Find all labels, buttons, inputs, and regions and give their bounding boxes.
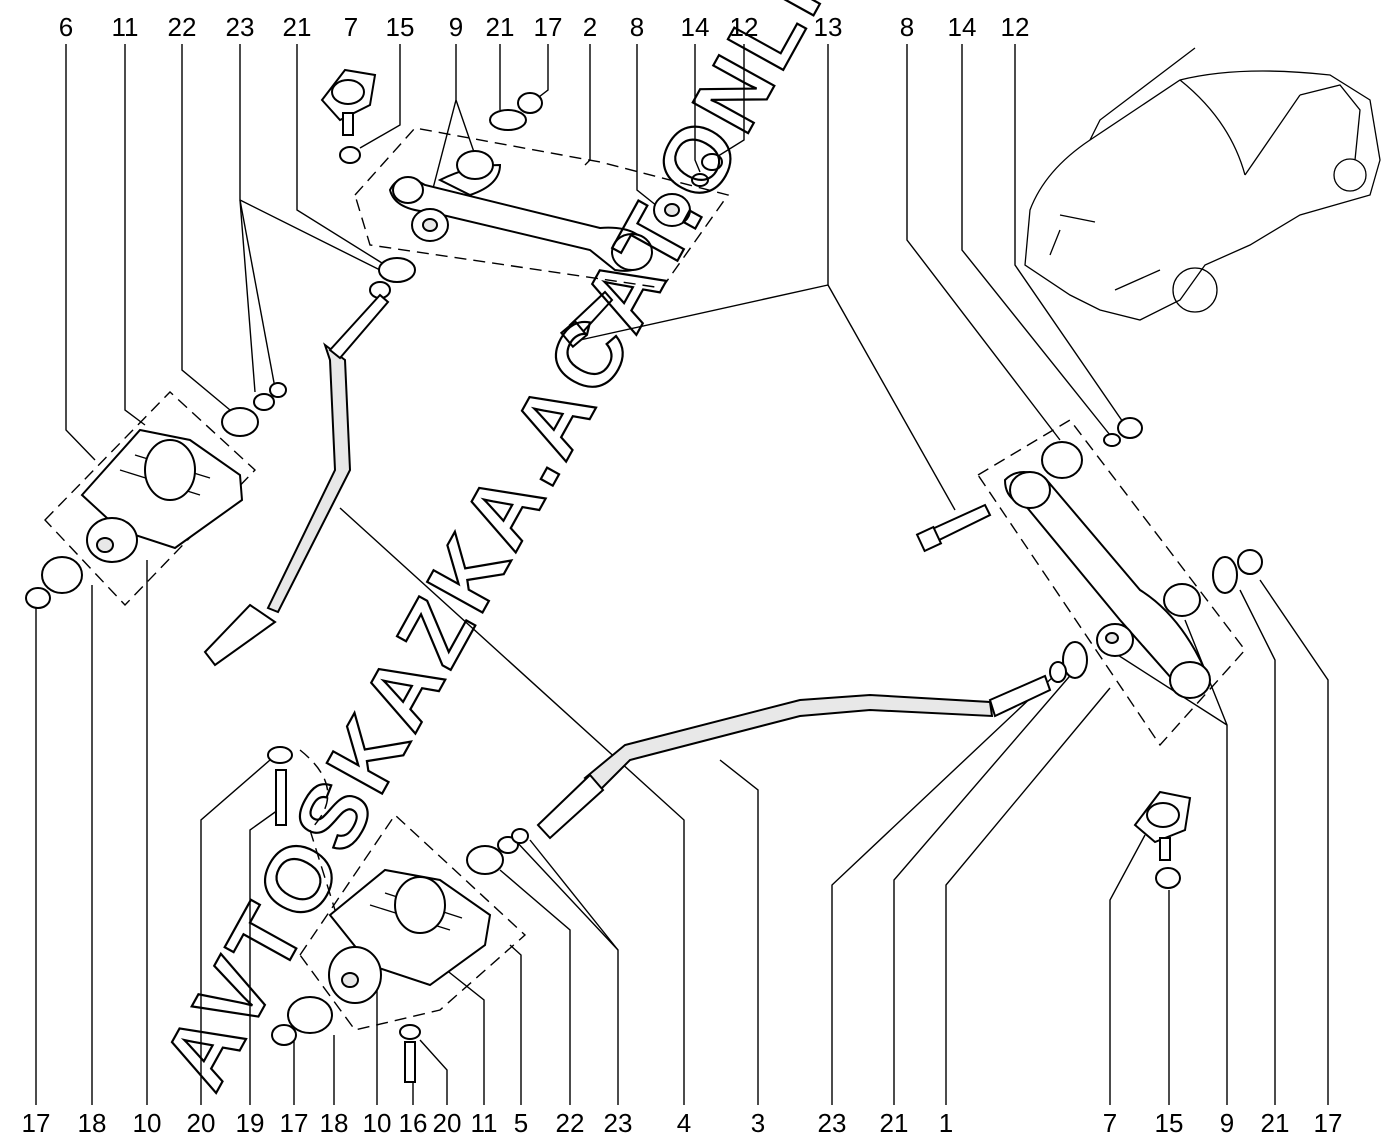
callout-top-1: 6 bbox=[59, 12, 73, 42]
callout-bottom-16: 3 bbox=[751, 1108, 765, 1138]
bolt-13-lower bbox=[915, 503, 992, 553]
vehicle-location-sketch bbox=[1024, 47, 1381, 321]
callout-top-13: 14 bbox=[681, 12, 710, 42]
callout-top-8: 9 bbox=[449, 12, 463, 42]
callout-bottom-3: 10 bbox=[133, 1108, 162, 1138]
callout-bottom-10: 20 bbox=[433, 1108, 462, 1138]
stabilizer-bar-main bbox=[536, 674, 1052, 840]
callout-top-4: 23 bbox=[226, 12, 255, 42]
callout-top-17: 14 bbox=[948, 12, 977, 42]
callout-bottom-22: 9 bbox=[1220, 1108, 1234, 1138]
callout-bottom-6: 17 bbox=[280, 1108, 309, 1138]
lower-arm-assembly-right bbox=[977, 417, 1263, 747]
callout-bottom-1: 17 bbox=[22, 1108, 51, 1138]
bolt-13-upper bbox=[559, 290, 614, 349]
top-label-row: 6 11 22 23 21 7 15 9 21 17 2 8 14 12 13 … bbox=[59, 12, 1030, 42]
callout-bottom-20: 7 bbox=[1103, 1108, 1117, 1138]
callout-bottom-11: 11 bbox=[471, 1108, 498, 1138]
callout-bottom-23: 21 bbox=[1261, 1108, 1290, 1138]
callout-top-10: 17 bbox=[534, 12, 563, 42]
leader-lines-top bbox=[65, 44, 1126, 511]
callout-bottom-18: 21 bbox=[880, 1108, 909, 1138]
callout-bottom-24: 17 bbox=[1314, 1108, 1343, 1138]
leader-lines-bottom bbox=[35, 507, 1329, 1105]
callout-bottom-13: 22 bbox=[556, 1108, 585, 1138]
clamp-bracket-upper-left bbox=[25, 382, 287, 609]
callout-bottom-21: 15 bbox=[1155, 1108, 1184, 1138]
ball-joint-bottom bbox=[1133, 790, 1192, 889]
watermark-text: AVTOSKAZKA.ACAT.ONLINE bbox=[143, 0, 911, 1105]
callout-top-6: 7 bbox=[344, 12, 358, 42]
callout-top-9: 21 bbox=[486, 12, 515, 42]
callout-bottom-14: 23 bbox=[604, 1108, 633, 1138]
callout-top-16: 8 bbox=[900, 12, 914, 42]
callout-bottom-15: 4 bbox=[677, 1108, 691, 1138]
callout-bottom-8: 10 bbox=[363, 1108, 392, 1138]
callout-top-11: 2 bbox=[583, 12, 597, 42]
clamp-bracket-lower bbox=[267, 746, 529, 1083]
callout-bottom-9: 16 bbox=[399, 1108, 428, 1138]
ball-joint-top bbox=[320, 68, 377, 164]
stabilizer-bar-left bbox=[203, 293, 390, 667]
callout-bottom-4: 20 bbox=[187, 1108, 216, 1138]
callout-top-2: 11 bbox=[112, 12, 139, 42]
bottom-label-row: 17 18 10 20 19 17 18 10 16 20 11 5 22 23… bbox=[22, 1108, 1343, 1138]
callout-top-7: 15 bbox=[386, 12, 415, 42]
callout-top-15: 13 bbox=[814, 12, 843, 42]
callout-top-18: 12 bbox=[1001, 12, 1030, 42]
callout-bottom-17: 23 bbox=[818, 1108, 847, 1138]
callout-bottom-19: 1 bbox=[939, 1108, 953, 1138]
callout-bottom-7: 18 bbox=[320, 1108, 349, 1138]
callout-bottom-12: 5 bbox=[514, 1108, 528, 1138]
callout-top-14: 12 bbox=[730, 12, 759, 42]
callout-bottom-2: 18 bbox=[78, 1108, 107, 1138]
callout-top-12: 8 bbox=[630, 12, 644, 42]
upper-arm-assembly-left bbox=[354, 127, 730, 289]
callout-top-5: 21 bbox=[283, 12, 312, 42]
washers-top bbox=[369, 92, 723, 299]
callout-top-3: 22 bbox=[168, 12, 197, 42]
callout-bottom-5: 19 bbox=[236, 1108, 265, 1138]
